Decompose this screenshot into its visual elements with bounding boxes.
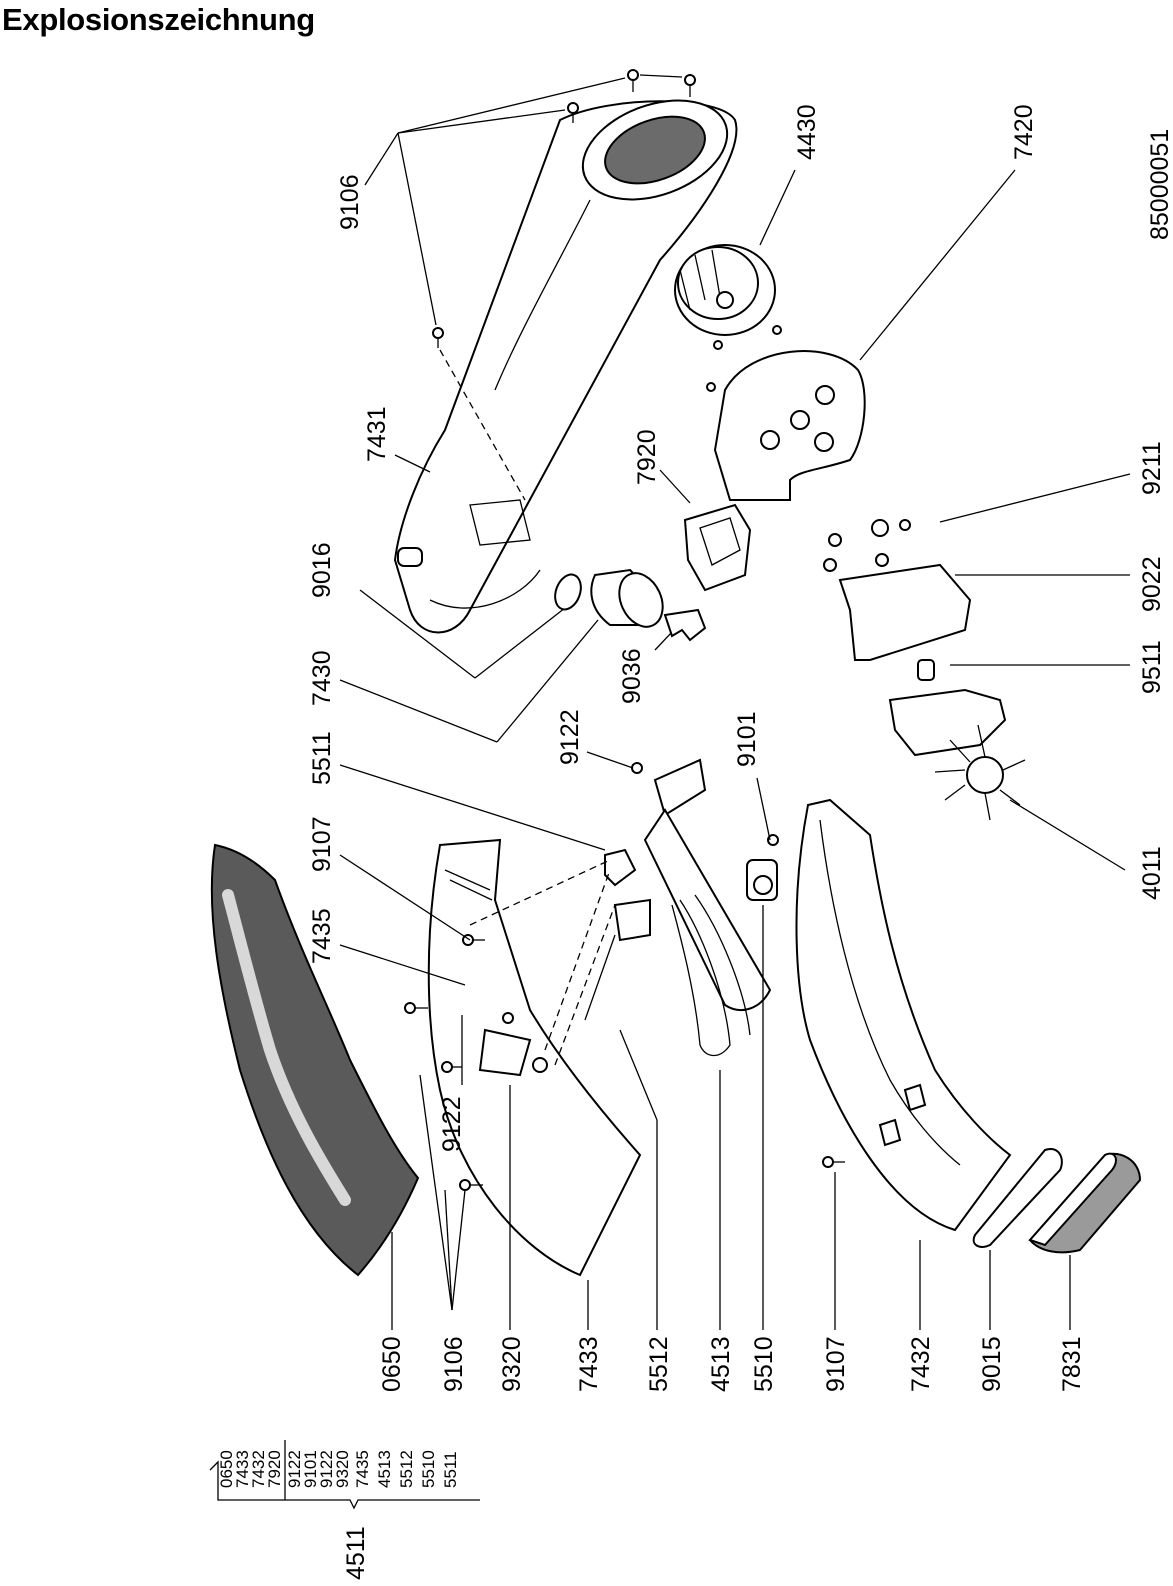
fan-cover (706, 325, 866, 501)
label-7435: 7435 (308, 908, 336, 964)
label-drawing-number: 85000051 (1146, 129, 1173, 240)
assembly-item: 7435 (353, 1450, 372, 1488)
assembly-item: 5510 (419, 1450, 438, 1488)
label-7431: 7431 (363, 406, 391, 462)
label-9016: 9016 (308, 542, 336, 598)
assembly-item: 0650 (217, 1450, 236, 1488)
label-4011: 4011 (1138, 846, 1166, 900)
label-9036: 9036 (618, 648, 646, 704)
label-9022: 9022 (1138, 556, 1166, 612)
blower-wheel (674, 244, 776, 336)
label-9320: 9320 (498, 1336, 526, 1392)
label-9015: 9015 (978, 1336, 1006, 1392)
air-duct-rear (795, 798, 1012, 1232)
label-9511: 9511 (1138, 640, 1166, 694)
front-cover-panel (210, 843, 420, 1277)
label-9122-mid: 9122 (556, 709, 584, 765)
label-5510: 5510 (750, 1336, 778, 1392)
label-4430: 4430 (793, 104, 821, 160)
assembly-item: 9122 (317, 1450, 336, 1488)
motor (888, 659, 1026, 821)
assembly-item: 7433 (233, 1450, 252, 1488)
label-9107-left: 9107 (308, 816, 336, 872)
label-7433: 7433 (575, 1336, 603, 1392)
label-9106-top: 9106 (336, 174, 364, 230)
fan-duct-housing (393, 99, 738, 634)
label-9101: 9101 (733, 711, 761, 767)
leader-lines-top (339, 74, 1131, 743)
label-9211: 9211 (1138, 441, 1166, 495)
label-7432: 7432 (907, 1336, 935, 1392)
filter-frame (683, 503, 752, 592)
label-7920: 7920 (633, 429, 661, 485)
page-title: Explosionszeichnung (2, 2, 315, 37)
label-7420: 7420 (1010, 104, 1038, 160)
label-5511: 5511 (308, 731, 336, 785)
label-0650: 0650 (378, 1336, 406, 1392)
label-7831: 7831 (1058, 1336, 1086, 1392)
assembly-item: 7920 (265, 1450, 284, 1488)
label-9106-bottom: 9106 (440, 1336, 468, 1392)
label-5512: 5512 (645, 1336, 673, 1392)
assembly-item: 9320 (333, 1450, 352, 1488)
leader-lines-bottom (339, 751, 1126, 1330)
label-9122-left: 9122 (438, 1096, 466, 1152)
air-duct-front (427, 838, 651, 1277)
assembly-item: 9101 (301, 1450, 320, 1488)
assembly-item: 4513 (375, 1450, 394, 1488)
motor-bracket (823, 519, 972, 661)
assembly-item: 7432 (249, 1450, 268, 1488)
screw-icon (432, 69, 696, 348)
lint-filter (1028, 1152, 1142, 1254)
assembly-item: 5511 (441, 1451, 460, 1488)
filter-seal (972, 1148, 1063, 1248)
label-9107-bottom: 9107 (822, 1336, 850, 1392)
assembly-list: 0650 7433 7432 7920 9122 9101 9122 9320 … (209, 1440, 480, 1580)
assembly-item: 5512 (397, 1450, 416, 1488)
label-4513: 4513 (707, 1336, 735, 1392)
heater-element (643, 758, 772, 1057)
label-7430: 7430 (308, 650, 336, 706)
assembly-number: 4511 (342, 1526, 370, 1580)
assembly-item: 9122 (285, 1450, 304, 1488)
